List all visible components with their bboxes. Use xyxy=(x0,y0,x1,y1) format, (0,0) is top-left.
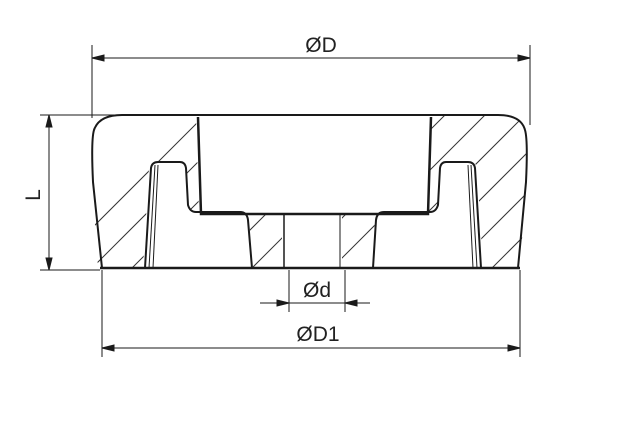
label-bore-diameter: Ød xyxy=(303,279,331,302)
dimension-outer-bottom-diameter xyxy=(101,270,521,357)
dimension-bore-diameter xyxy=(260,270,370,312)
label-outer-top-diameter: ØD xyxy=(305,34,337,57)
dimension-outer-top-diameter xyxy=(91,45,531,125)
section-hatching xyxy=(91,115,527,268)
label-outer-bottom-diameter: ØD1 xyxy=(296,323,339,346)
label-height: L xyxy=(22,189,45,201)
dimension-height xyxy=(40,114,120,271)
part-outline xyxy=(91,114,528,270)
